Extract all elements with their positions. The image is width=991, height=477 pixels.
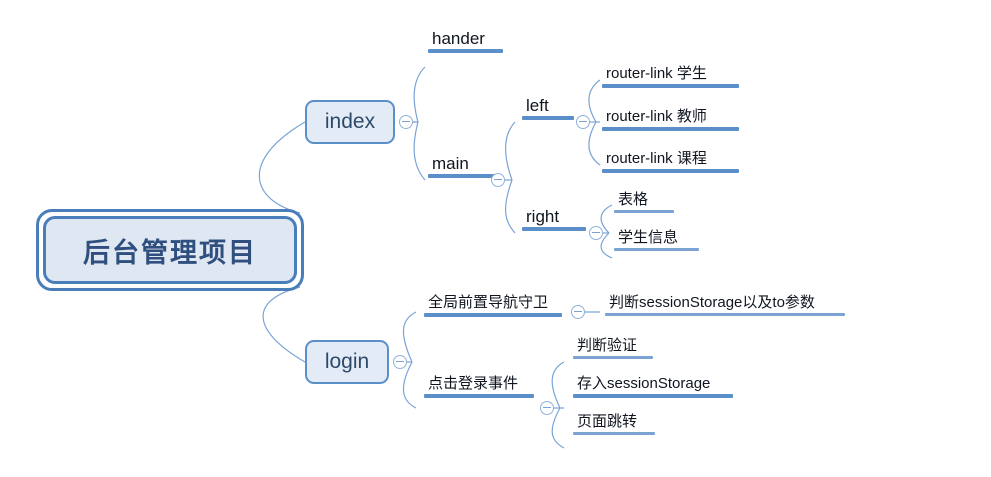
node-student-info-label: 学生信息 bbox=[618, 229, 679, 246]
wire-click-item3 bbox=[551, 407, 565, 449]
wire-root-index bbox=[258, 121, 306, 214]
collapse-minus-icon-guard[interactable] bbox=[571, 305, 585, 319]
node-router-link-student-label: router-link 学生 bbox=[606, 65, 707, 82]
node-index-label: index bbox=[324, 110, 376, 133]
node-hander[interactable]: hander bbox=[428, 29, 503, 53]
node-main-underline bbox=[428, 174, 496, 178]
wire-click-item1 bbox=[551, 361, 565, 409]
collapse-minus-icon-index[interactable] bbox=[399, 115, 413, 129]
node-router-link-student[interactable]: router-link 学生 bbox=[602, 64, 739, 88]
node-right-underline bbox=[522, 227, 586, 231]
node-left[interactable]: left bbox=[522, 96, 574, 120]
wire-left-item1 bbox=[588, 79, 601, 123]
wire-left-item3 bbox=[588, 121, 601, 166]
wire-right-item1 bbox=[600, 204, 613, 234]
node-main[interactable]: main bbox=[428, 154, 496, 178]
node-click-login-event-label: 点击登录事件 bbox=[428, 375, 519, 392]
node-click-login-event-underline bbox=[424, 394, 534, 398]
root-node-inner: 后台管理项目 bbox=[43, 216, 297, 284]
node-right[interactable]: right bbox=[522, 207, 586, 231]
node-router-link-course[interactable]: router-link 课程 bbox=[602, 149, 739, 173]
collapse-minus-icon-right[interactable] bbox=[589, 226, 603, 240]
collapse-minus-icon-login[interactable] bbox=[393, 355, 407, 369]
node-router-link-teacher-label: router-link 教师 bbox=[606, 108, 707, 125]
wire-index-hander bbox=[413, 66, 426, 123]
wire-index-main bbox=[413, 121, 426, 181]
node-router-link-course-label: router-link 课程 bbox=[606, 150, 707, 167]
collapse-minus-icon-left[interactable] bbox=[576, 115, 590, 129]
node-hander-underline bbox=[428, 49, 503, 53]
node-validate-underline bbox=[573, 356, 653, 359]
wire-right-item2 bbox=[600, 232, 613, 259]
node-student-info[interactable]: 学生信息 bbox=[614, 228, 699, 251]
node-router-link-teacher-underline bbox=[602, 127, 739, 131]
node-page-redirect-underline bbox=[573, 432, 655, 435]
node-table-label: 表格 bbox=[618, 191, 649, 208]
node-left-underline bbox=[522, 116, 574, 120]
node-hander-label: hander bbox=[432, 29, 485, 48]
node-student-info-underline bbox=[614, 248, 699, 251]
wire-main-left bbox=[504, 121, 516, 181]
node-page-redirect-label: 页面跳转 bbox=[577, 413, 638, 430]
wire-login-guard bbox=[402, 311, 417, 363]
node-click-login-event[interactable]: 点击登录事件 bbox=[424, 374, 534, 398]
node-check-session-storage[interactable]: 判断sessionStorage以及to参数 bbox=[605, 293, 845, 316]
node-login[interactable]: login bbox=[305, 340, 389, 384]
node-table-underline bbox=[614, 210, 674, 213]
node-router-link-course-underline bbox=[602, 169, 739, 173]
node-validate-label: 判断验证 bbox=[577, 337, 638, 354]
node-navigation-guard-label: 全局前置导航守卫 bbox=[428, 294, 549, 311]
node-router-link-teacher[interactable]: router-link 教师 bbox=[602, 107, 739, 131]
node-save-session-storage[interactable]: 存入sessionStorage bbox=[573, 374, 733, 398]
node-check-session-storage-label: 判断sessionStorage以及to参数 bbox=[609, 294, 815, 311]
collapse-minus-icon-click-login[interactable] bbox=[540, 401, 554, 415]
collapse-minus-icon-main[interactable] bbox=[491, 173, 505, 187]
node-router-link-student-underline bbox=[602, 84, 739, 88]
node-navigation-guard-underline bbox=[424, 313, 562, 317]
node-page-redirect[interactable]: 页面跳转 bbox=[573, 412, 655, 435]
node-main-label: main bbox=[432, 154, 469, 173]
wire-login-click bbox=[402, 361, 417, 409]
node-save-session-storage-label: 存入sessionStorage bbox=[577, 375, 711, 392]
node-save-session-storage-underline bbox=[573, 394, 733, 398]
node-check-session-storage-underline bbox=[605, 313, 845, 316]
wire-root-login bbox=[262, 286, 306, 363]
node-index[interactable]: index bbox=[305, 100, 395, 144]
node-navigation-guard[interactable]: 全局前置导航守卫 bbox=[424, 293, 562, 317]
wire-main-right bbox=[505, 179, 516, 234]
node-login-label: login bbox=[324, 350, 370, 373]
root-node[interactable]: 后台管理项目 bbox=[36, 209, 304, 291]
node-validate[interactable]: 判断验证 bbox=[573, 336, 653, 359]
node-table[interactable]: 表格 bbox=[614, 190, 674, 213]
root-label: 后台管理项目 bbox=[83, 237, 257, 268]
node-right-label: right bbox=[526, 207, 560, 226]
node-left-label: left bbox=[526, 96, 549, 115]
